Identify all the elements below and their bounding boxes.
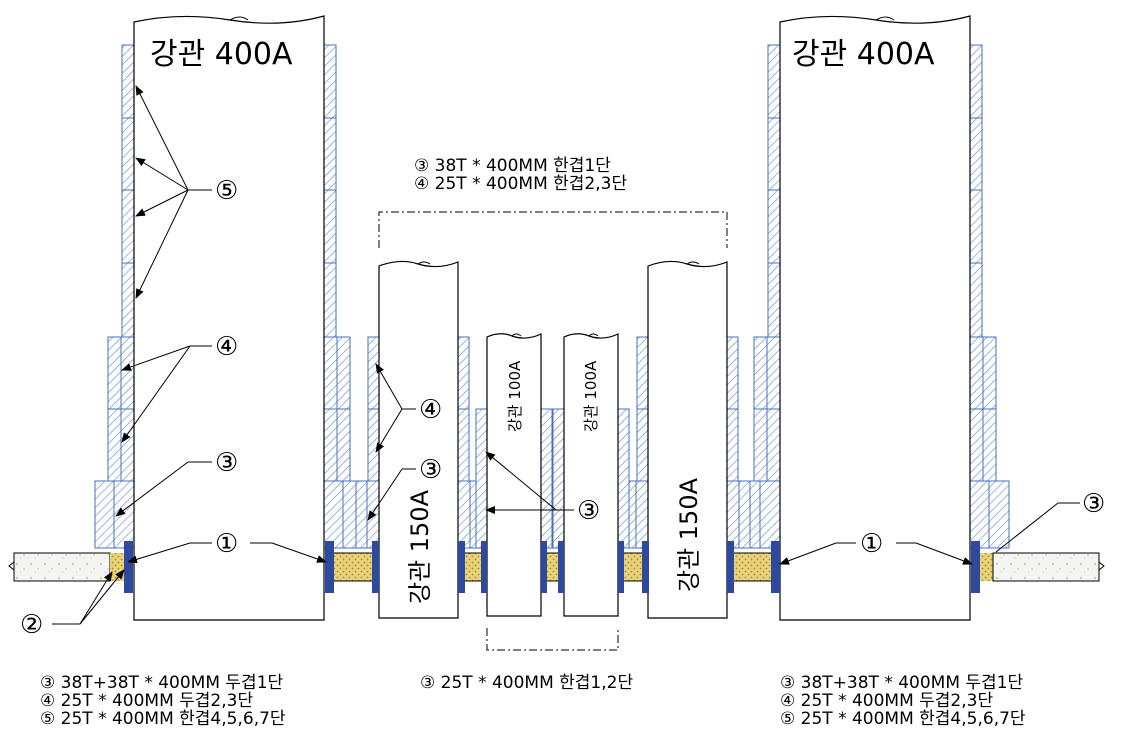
marker-labels: ⑤ ④ ③ ① ② ④ ③ ③ ① ③ xyxy=(20,176,1105,640)
note-br-line-1: ③ 38T+38T * 400MM 두겹1단 xyxy=(780,673,1024,693)
main-pipe-left xyxy=(94,15,364,621)
mid-pipe-left-label: 강관 150A xyxy=(406,489,434,604)
marker-1-left: ① xyxy=(215,529,238,559)
marker-3-mid: ③ xyxy=(419,455,442,485)
bottom-bracket xyxy=(486,628,619,651)
note-top-line-2: ④ 25T * 400MM 한겹2,3단 xyxy=(414,174,628,194)
small-pipe-left-label: 강관 100A xyxy=(506,360,524,432)
concrete-slab xyxy=(8,552,1105,582)
note-bl-line-1: ③ 38T+38T * 400MM 두겹1단 xyxy=(40,673,284,693)
main-pipe-right-label: 강관 400A xyxy=(792,37,935,72)
note-bc-line-1: ③ 25T * 400MM 한겹1,2단 xyxy=(420,673,634,693)
leader-lines xyxy=(52,85,1080,625)
marker-3-left: ③ xyxy=(215,448,238,478)
marker-4-left: ④ xyxy=(215,332,238,362)
note-bottom-right: ③ 38T+38T * 400MM 두겹1단 ④ 25T * 400MM 두겹2… xyxy=(780,674,1026,728)
marker-1-right: ① xyxy=(860,529,883,559)
top-bracket xyxy=(378,211,728,248)
marker-5: ⑤ xyxy=(215,176,238,206)
small-pipe-right xyxy=(552,333,630,617)
main-pipe-left-label: 강관 400A xyxy=(150,37,293,72)
note-br-line-3: ⑤ 25T * 400MM 한겹4,5,6,7단 xyxy=(780,709,1026,729)
marker-2: ② xyxy=(20,610,43,640)
note-br-line-2: ④ 25T * 400MM 두겹2,3단 xyxy=(780,691,994,711)
marker-3-right: ③ xyxy=(1082,489,1105,519)
mid-pipe-right-label: 강관 150A xyxy=(675,477,703,592)
note-top: ③ 38T * 400MM 한겹1단 ④ 25T * 400MM 한겹2,3단 xyxy=(414,157,627,193)
note-bl-line-2: ④ 25T * 400MM 두겹2,3단 xyxy=(40,691,254,711)
note-bottom-left: ③ 38T+38T * 400MM 두겹1단 ④ 25T * 400MM 두겹2… xyxy=(40,674,286,728)
note-bottom-center: ③ 25T * 400MM 한겹1,2단 xyxy=(420,674,633,692)
marker-4-mid: ④ xyxy=(419,395,442,425)
small-pipe-right-label: 강관 100A xyxy=(582,360,600,432)
note-top-line-1: ③ 38T * 400MM 한겹1단 xyxy=(414,156,611,176)
note-bl-line-3: ⑤ 25T * 400MM 한겹4,5,6,7단 xyxy=(40,709,286,729)
mid-pipe-left xyxy=(355,260,482,619)
mid-pipe-right xyxy=(624,260,751,619)
marker-3-center: ③ xyxy=(577,496,600,526)
